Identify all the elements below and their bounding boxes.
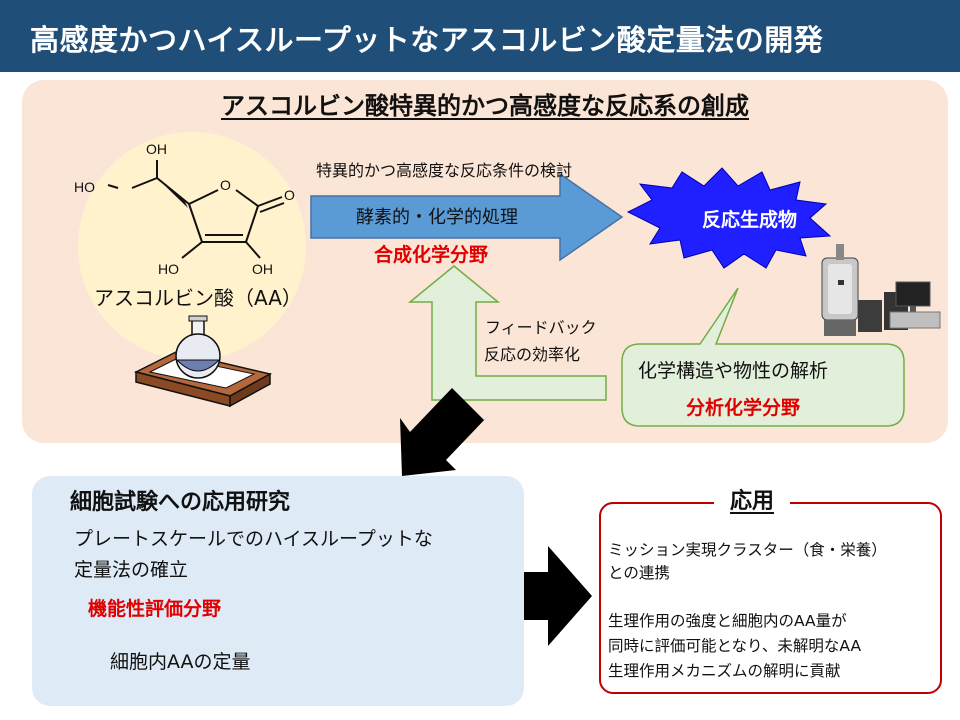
- ascorbic-acid-structure: OH HO O O HO OH: [74, 141, 295, 277]
- application-text-1a: ミッション実現クラスター（食・栄養）: [608, 541, 887, 559]
- product-label: 反応生成物: [702, 209, 798, 231]
- application-text-2b: 同時に評価可能となり、未解明なAA: [608, 637, 862, 655]
- condition-label: 特異的かつ高感度な反応条件の検討: [316, 161, 573, 180]
- analysis-label: 化学構造や物性の解析: [638, 360, 829, 382]
- cell-test-panel: [32, 476, 524, 706]
- header-bar: 高感度かつハイスループットなアスコルビン酸定量法の開発: [0, 0, 960, 72]
- cell-panel-line1: プレートスケールでのハイスループットな: [74, 528, 433, 550]
- efficiency-label: 反応の効率化: [484, 345, 581, 364]
- atom-ring-o: O: [220, 177, 231, 193]
- atom-ho-bottom: HO: [158, 261, 179, 277]
- cell-panel-title: 細胞試験への応用研究: [70, 490, 291, 515]
- page-title: 高感度かつハイスループットなアスコルビン酸定量法の開発: [30, 23, 824, 57]
- function-field-label: 機能性評価分野: [88, 598, 222, 620]
- reaction-panel-title: アスコルビン酸特異的かつ高感度な反応系の創成: [221, 92, 749, 120]
- atom-oh-bottom: OH: [252, 261, 273, 277]
- atom-oh-top: OH: [146, 141, 167, 157]
- application-box: [599, 502, 942, 694]
- atom-carbonyl-o: O: [284, 187, 295, 203]
- application-text-1b: との連携: [608, 564, 670, 582]
- cell-panel-line2: 定量法の確立: [74, 559, 189, 581]
- atom-ho-left: HO: [74, 179, 95, 195]
- analysis-field-label: 分析化学分野: [686, 397, 801, 419]
- molecule-label: アスコルビン酸（AA）: [94, 286, 302, 310]
- quantification-label: 細胞内AAの定量: [110, 651, 251, 673]
- application-text-2c: 生理作用メカニズムの解明に貢献: [608, 662, 841, 680]
- process-label: 酵素的・化学的処理: [356, 207, 518, 228]
- application-text-2a: 生理作用の強度と細胞内のAA量が: [608, 612, 847, 630]
- synthesis-field-label: 合成化学分野: [374, 244, 489, 266]
- feedback-label: フィードバック: [485, 318, 597, 337]
- application-title: 応用: [714, 483, 791, 515]
